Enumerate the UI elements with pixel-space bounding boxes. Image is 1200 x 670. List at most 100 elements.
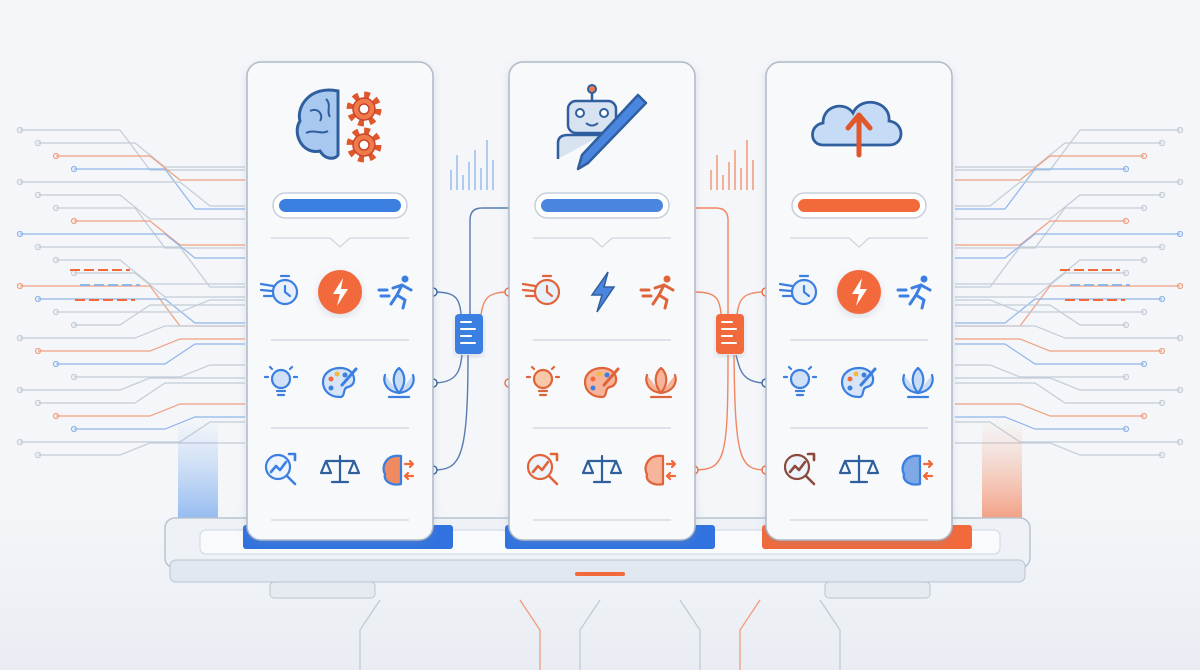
circuit-line [955,272,1126,298]
circuit-line [579,599,601,670]
circuit-line [955,377,1180,391]
circuit-line [20,129,245,171]
circuit-line [955,416,1126,430]
panel-1 [243,61,453,549]
brain-arrows-icon [901,454,934,486]
mini-bar [480,168,482,190]
brain-half [901,454,922,486]
circuit-line [955,299,1144,313]
mini-bar [716,155,718,190]
pen [576,93,648,171]
icon-row-2 [782,365,934,399]
paint-dot [847,385,853,391]
lightbulb-icon [263,365,299,397]
mini-bar [474,150,476,190]
circuit-line [955,338,1162,352]
progress-bar [791,192,927,219]
palette-icon [840,366,877,399]
brain-arrows-icon [644,454,677,486]
circuit-line [74,168,245,210]
circuit-line [56,343,245,365]
circuit-line [38,382,245,404]
paint-dot [847,376,853,382]
circuit-line [955,181,1180,207]
bulb-base [263,365,299,397]
node-body [455,314,483,354]
wing [521,282,537,298]
icon-row-2 [525,365,677,399]
wire [693,354,729,471]
circuit-line [819,599,841,670]
circuit-line [955,403,1144,417]
robot-eye [599,108,609,118]
circuit-line [955,304,1126,326]
circuit-line [679,599,701,670]
wing [259,282,275,298]
circuit-line [20,377,245,391]
gear-teeth [346,91,382,127]
circuit-line [955,343,1144,365]
scale [838,454,880,484]
mini-bar [746,140,748,190]
brain-arrows-icon [382,454,415,486]
wire [694,207,729,325]
icon-row-3 [526,452,677,486]
document-node-icon [455,314,483,354]
balance-scale-icon [838,454,880,484]
circuit-line [359,599,381,670]
wire [735,354,767,384]
circuit-line [74,416,245,430]
paint-dot [596,371,602,377]
circuit-line [955,246,1162,288]
circuit-line [955,382,1162,404]
circuit-line [955,233,1180,259]
arrows [403,459,415,481]
running-person-icon [639,275,675,310]
paint-dot [328,385,334,391]
glow-left [178,420,218,530]
lightbulb-icon [525,365,561,397]
circuit-line [38,246,245,288]
mini-bar [468,162,470,190]
node-body [716,314,744,354]
head [401,275,409,283]
winged-stopwatch-icon [521,274,561,306]
arrows [665,459,677,481]
progress-fill [541,199,663,212]
circuit-line [56,403,245,417]
bulb [270,368,292,390]
circuit-line [56,259,245,285]
brush [602,367,620,387]
lotus-icon [902,366,934,399]
circuit-line [38,194,245,220]
mini-bar [450,170,452,190]
circuit-line [739,599,761,670]
brush [859,367,877,387]
robot-mouth [585,122,599,127]
mini-bar-chart-icon [450,140,494,190]
head [920,275,928,283]
scale [581,454,623,484]
icon-row-1 [259,270,413,314]
circuit-line [20,181,245,207]
progress-fill [798,199,920,212]
circuit-line [20,325,245,339]
circuit-line [955,142,1162,168]
paint-dot [590,376,596,382]
circuit-line [519,599,541,670]
wire [733,354,767,471]
paint-dot [861,372,867,378]
arrows [922,459,934,481]
palette-icon [583,366,620,399]
panel-3 [762,61,972,549]
robot-body [556,133,602,159]
icon-row-1 [521,271,675,313]
circuit-line [955,168,1126,210]
circuit-line [955,129,1180,171]
bulb-base [782,365,818,397]
wing [778,282,794,298]
bolt [590,271,616,313]
mini-bar [728,162,730,190]
circuit-line [56,207,245,249]
stopwatch-hands [541,274,554,298]
